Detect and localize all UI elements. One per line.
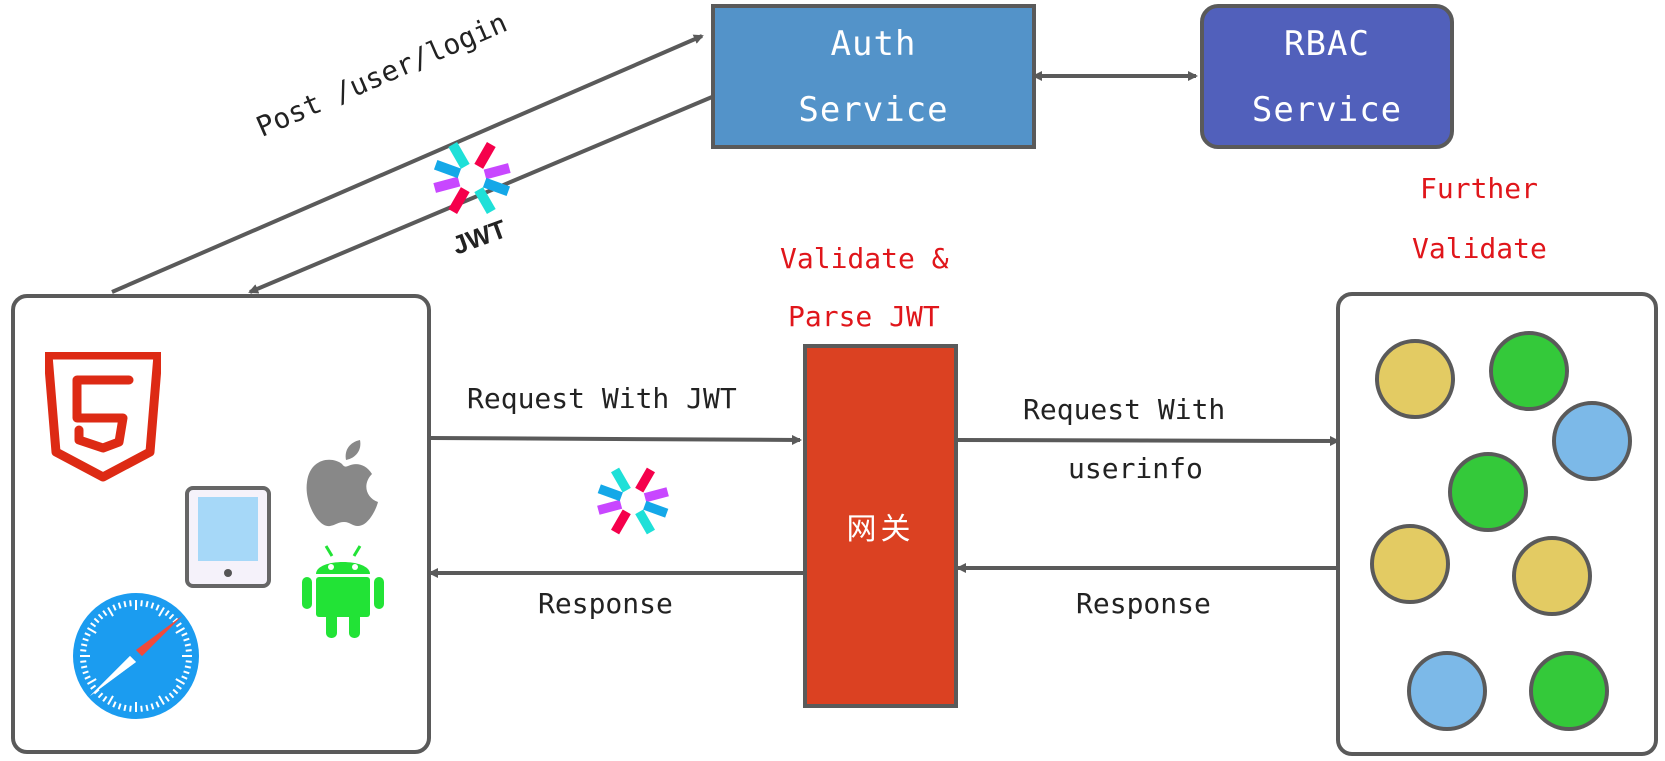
safari-tick (102, 695, 108, 702)
safari-tick (123, 704, 127, 711)
apple-logo (306, 440, 378, 527)
safari-tick (175, 678, 185, 685)
safari-tick (90, 684, 97, 690)
microservices-box[interactable] (1336, 292, 1658, 756)
request-with-userinfo-label-2: userinfo (1068, 452, 1203, 485)
safari-tick (145, 601, 149, 608)
safari-tick (84, 632, 91, 637)
safari-tick (175, 622, 182, 628)
safari-tick (150, 602, 155, 609)
safari-tick (172, 688, 179, 695)
further-validate-label-1: Further (1420, 172, 1539, 205)
safari-tick (102, 610, 108, 617)
safari-tick (183, 637, 190, 642)
android-logo (302, 545, 384, 638)
safari-tick (97, 613, 104, 620)
gateway-label: 网关 (846, 512, 915, 547)
safari-tick (145, 704, 149, 711)
safari-tick (183, 670, 190, 675)
safari-tick (82, 637, 89, 642)
safari-tick (129, 705, 132, 712)
login-request-arrow (111, 34, 704, 294)
safari-tick (175, 684, 182, 690)
auth-service-label-1: Auth (830, 23, 917, 64)
html5-logo (45, 352, 161, 482)
safari-tick (155, 701, 160, 708)
auth-service-box[interactable]: Auth Service (711, 4, 1036, 149)
safari-tick (168, 692, 175, 699)
safari-tick (81, 643, 88, 647)
safari-tick (181, 675, 188, 680)
tablet-icon (185, 486, 271, 588)
safari-tick (184, 643, 191, 647)
safari-tick (185, 649, 192, 652)
jwt-token-icon (597, 467, 669, 535)
safari-icon (73, 593, 199, 719)
safari-tick (107, 695, 114, 705)
rbac-service-box[interactable]: RBAC Service (1200, 4, 1454, 149)
jwt-logo-icon (433, 142, 511, 214)
safari-tick (129, 600, 132, 607)
safari-tick (164, 695, 170, 702)
safari-tick (158, 695, 165, 705)
safari-tick (93, 688, 100, 695)
safari-tick (80, 649, 87, 652)
safari-tick (112, 701, 117, 708)
safari-tick (150, 703, 155, 710)
further-validate-label-2: Validate (1412, 232, 1547, 265)
safari-tick (117, 602, 122, 609)
rbac-service-label-1: RBAC (1284, 23, 1370, 64)
rbac-service-label-2: Service (1251, 89, 1403, 130)
safari-tick (87, 678, 97, 685)
safari-tick (158, 607, 165, 617)
safari-tick (140, 600, 143, 607)
safari-tick (168, 613, 175, 620)
safari-tick (87, 627, 97, 634)
validate-parse-label-1: Validate & (780, 242, 949, 275)
request-with-jwt-label: Request With JWT (467, 382, 737, 415)
safari-tick (112, 604, 117, 611)
response-left-label: Response (538, 587, 673, 620)
safari-tick (175, 627, 185, 634)
safari-tick (81, 665, 88, 669)
request-with-userinfo-label-1: Request With (1023, 393, 1226, 426)
validate-parse-label-2: Parse JWT (788, 300, 940, 333)
safari-tick (90, 622, 97, 628)
response-right-label: Response (1076, 587, 1211, 620)
safari-tick (155, 604, 160, 611)
safari-tick (82, 670, 89, 675)
safari-tick (181, 632, 188, 637)
safari-tick (185, 660, 192, 663)
request-with-userinfo-arrow (957, 435, 1340, 446)
safari-tick (164, 610, 170, 617)
auth-service-label-2: Service (798, 89, 949, 130)
safari-tick (172, 617, 179, 624)
safari-tick (84, 675, 91, 680)
safari-tick (117, 703, 122, 710)
safari-tick (184, 665, 191, 669)
safari-tick (80, 660, 87, 663)
safari-tick (140, 705, 143, 712)
safari-tick (123, 601, 127, 608)
gateway-box[interactable]: 网关 (803, 344, 958, 708)
safari-tick (97, 692, 104, 699)
safari-tick (107, 607, 114, 617)
safari-tick (93, 617, 100, 624)
request-with-jwt-arrow (429, 434, 802, 445)
